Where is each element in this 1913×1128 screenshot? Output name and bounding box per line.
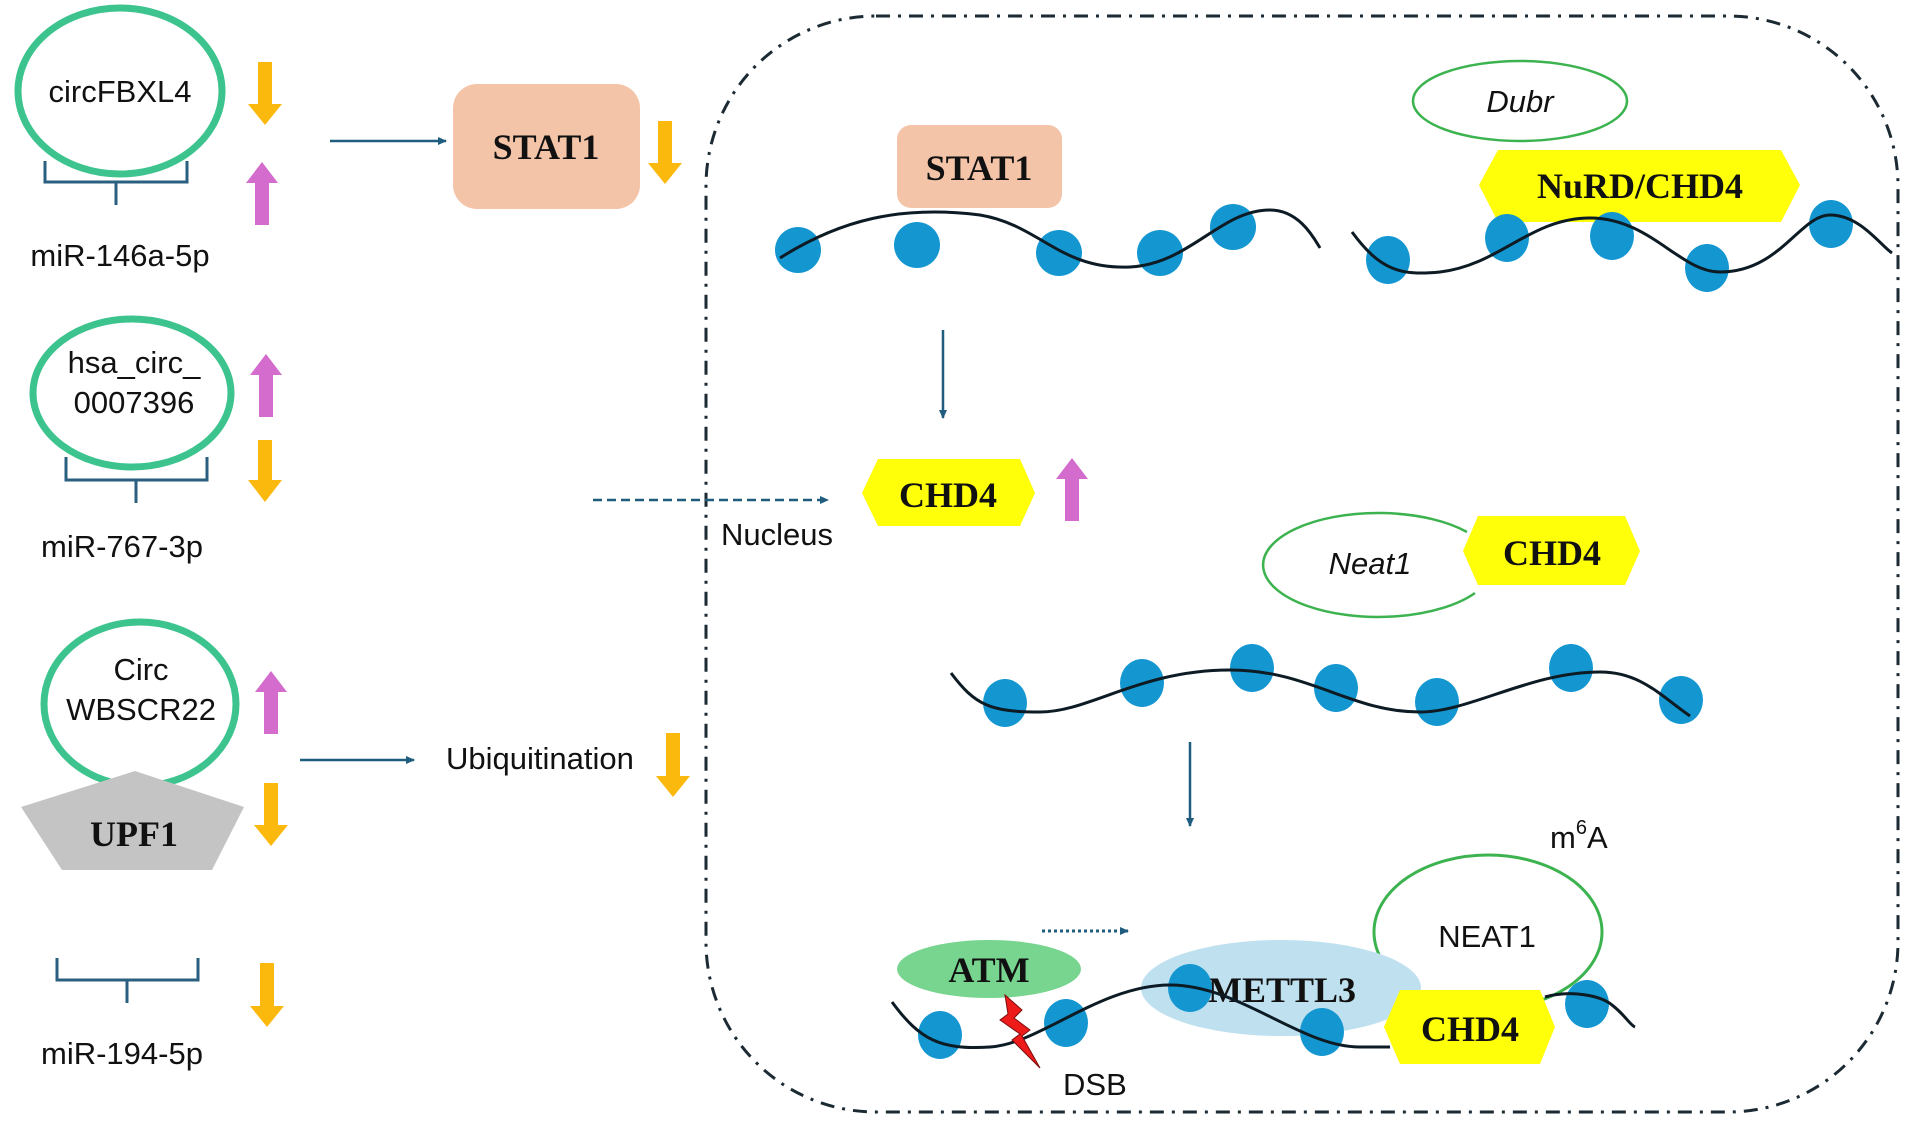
chd4-neat1-hexagon: [1463, 516, 1640, 585]
up-arrow-icon: [1056, 458, 1088, 521]
hsa-circ-0007396-group: hsa_circ_ 0007396 miR-767-3p: [29, 315, 282, 564]
mir146a-label: miR-146a-5p: [30, 238, 209, 273]
nucleosome: [1485, 214, 1529, 262]
atm-ellipse: [897, 940, 1081, 998]
nucleosome: [1809, 200, 1853, 248]
dna-helix: [890, 983, 1390, 1049]
chd4-main-hexagon: [862, 459, 1035, 526]
m6a-tail: A: [1587, 820, 1608, 855]
nucleosome: [918, 1011, 962, 1059]
down-arrow-icon: [248, 62, 282, 125]
neat1-lower-label: Neat1: [1329, 546, 1412, 581]
nucleosome: [894, 222, 940, 268]
dna-strand-bottom: [890, 964, 1636, 1059]
chd4-bottom-label: CHD4: [1421, 1009, 1519, 1049]
dsb-lightning-icon: [999, 993, 1041, 1069]
stat1-label: STAT1: [493, 127, 600, 167]
dubr-label: Dubr: [1486, 84, 1555, 119]
upf1-label: UPF1: [90, 814, 178, 854]
up-arrow-icon: [255, 671, 287, 734]
circ-wbscr22-label-line2: WBSCR22: [66, 692, 216, 727]
nucleosome: [1565, 980, 1609, 1028]
down-arrow-icon: [250, 963, 284, 1027]
nucleosome: [983, 679, 1027, 727]
nucleus-border: [704, 14, 1900, 1114]
dna-strand-top-right: [1350, 200, 1893, 292]
neat1-upper-label: NEAT1: [1438, 919, 1536, 954]
nucleosome: [1685, 244, 1729, 292]
dsb-label: DSB: [1063, 1067, 1127, 1102]
nucleosome: [1044, 999, 1088, 1047]
stat1-bound-box: [897, 125, 1062, 208]
mir194-group: miR-194-5p: [41, 958, 284, 1071]
down-arrow-icon: [648, 121, 682, 184]
nucleosome: [775, 227, 821, 273]
nucleus-label: Nucleus: [721, 517, 833, 552]
nucleosome: [1549, 644, 1593, 692]
mir767-label: miR-767-3p: [41, 529, 203, 564]
circ-wbscr22-label-line1: Circ: [113, 652, 168, 687]
nurd-chd4-label: NuRD/CHD4: [1537, 166, 1743, 206]
nucleosome: [1300, 1008, 1344, 1056]
mirna-binding-bracket-icon: [64, 457, 209, 503]
dna-helix: [949, 668, 1691, 718]
nucleosome: [1415, 678, 1459, 726]
hsa-circ-label-line2: 0007396: [74, 385, 195, 420]
upf1-pentagon: [21, 771, 244, 870]
mir194-label: miR-194-5p: [41, 1036, 203, 1071]
circfbxl4-ring: [14, 4, 226, 178]
m6a-base: m: [1550, 820, 1576, 855]
dna-helix: [1544, 992, 1636, 1029]
up-arrow-icon: [246, 162, 278, 225]
dna-strand-middle: [949, 644, 1703, 727]
mettl3-ellipse: [1141, 940, 1421, 1036]
up-arrow-icon: [250, 354, 282, 417]
stat1-bound-label: STAT1: [926, 148, 1033, 188]
down-arrow-icon: [656, 733, 690, 797]
chd4-main-label: CHD4: [899, 475, 997, 515]
hsa-circ-ring: [29, 315, 235, 471]
nucleosome: [1210, 204, 1256, 250]
mirna-binding-bracket-icon: [55, 958, 200, 1003]
circfbxl4-label: circFBXL4: [49, 74, 192, 109]
down-arrow-icon: [254, 783, 288, 846]
hsa-circ-label-line1: hsa_circ_: [68, 345, 201, 380]
dna-strand-top-left: [775, 204, 1322, 276]
stat1-box: [453, 84, 640, 209]
atm-label: ATM: [948, 950, 1029, 990]
down-arrow-icon: [248, 440, 282, 502]
nucleosome: [1314, 664, 1358, 712]
nucleosome: [1659, 676, 1703, 724]
m6a-label: m6A: [1550, 817, 1608, 855]
nucleosome: [1366, 236, 1410, 284]
m6a-superscript: 6: [1576, 817, 1587, 839]
circfbxl4-group: circFBXL4 miR-146a-5p: [14, 4, 282, 273]
nucleosome: [1230, 644, 1274, 692]
mettl3-label: METTL3: [1208, 970, 1356, 1010]
chd4-neat1-label: CHD4: [1503, 533, 1601, 573]
dna-helix: [779, 208, 1322, 269]
nurd-chd4-hexagon: [1479, 150, 1800, 222]
nucleosome: [1036, 230, 1082, 276]
dna-helix: [1350, 213, 1893, 275]
ubiquitination-label: Ubiquitination: [446, 741, 634, 776]
circ-wbscr22-group: Circ WBSCR22 UPF1: [21, 618, 288, 870]
dubr-ellipse: [1411, 59, 1629, 143]
neat1-lower-ellipse: [1261, 511, 1476, 619]
chd4-bottom-hexagon: [1384, 990, 1555, 1064]
mirna-binding-bracket-icon: [43, 161, 189, 205]
